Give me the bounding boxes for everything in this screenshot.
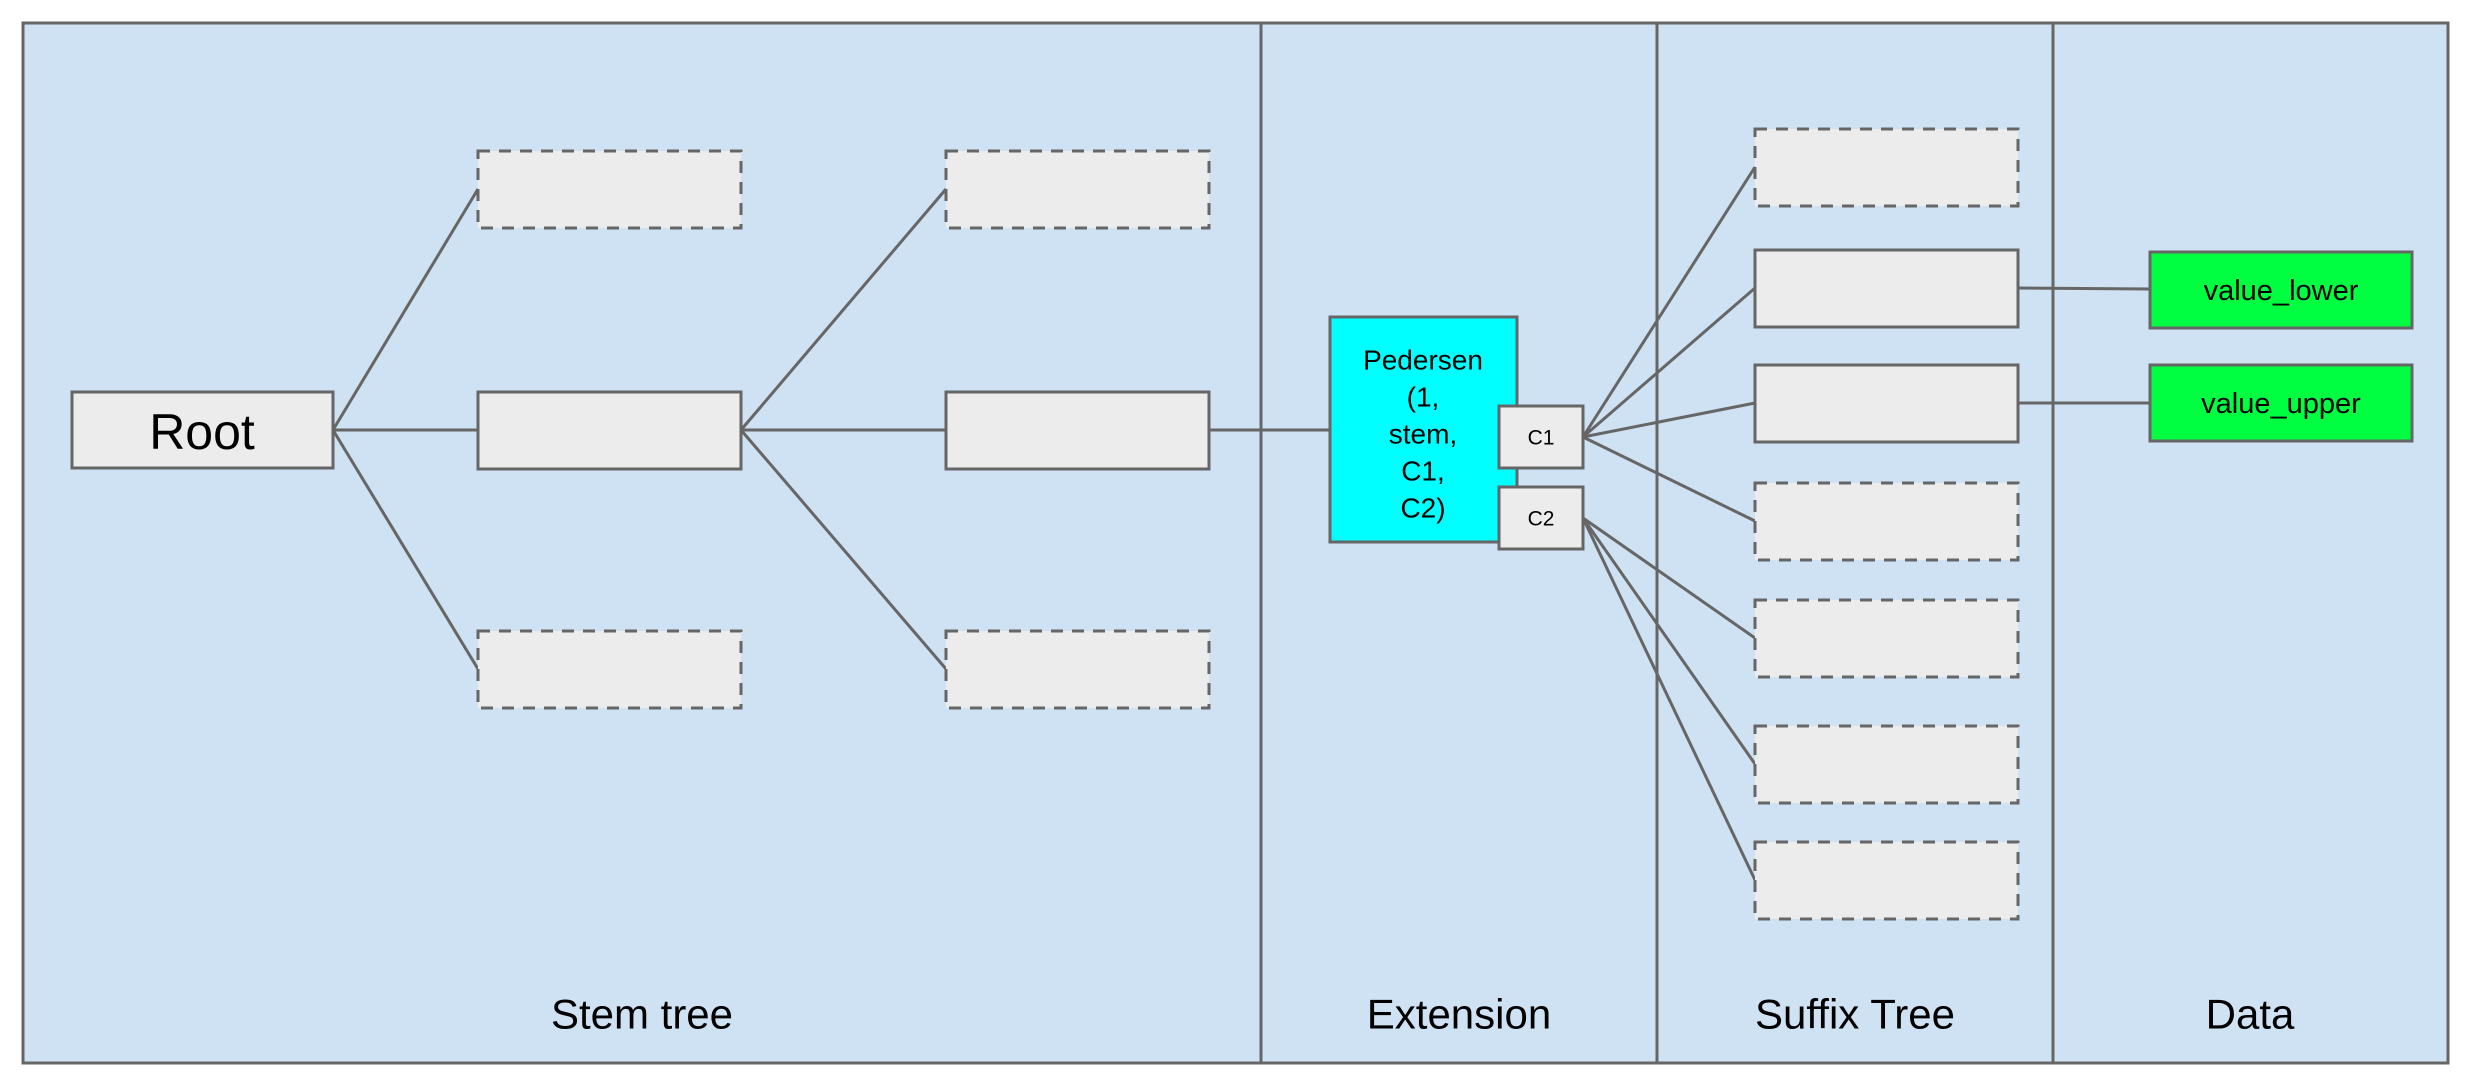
suffix-node-6 xyxy=(1753,724,2020,805)
edge-c2-to-suffix-6 xyxy=(1581,517,1757,765)
section-label-data: Data xyxy=(2206,991,2295,1038)
suffix-node-1 xyxy=(1753,127,2020,208)
edge-stem1-to-stem2-bottom xyxy=(739,429,948,670)
stem-level1-top-node xyxy=(476,149,743,230)
section-label-stem-tree: Stem tree xyxy=(551,991,733,1038)
suffix-node-2 xyxy=(1753,248,2020,329)
stem-level2-mid-node xyxy=(944,390,1211,471)
edge-root-to-stem1-top xyxy=(331,188,480,431)
edge-root-to-stem1-bottom xyxy=(331,429,480,670)
stem-level1-mid-node xyxy=(476,390,743,471)
stem-level2-top-node xyxy=(944,149,1211,230)
pedersen-label-line2: (1, xyxy=(1407,382,1440,413)
pedersen-label-line1: Pedersen xyxy=(1363,345,1483,376)
c1-node-label: C1 xyxy=(1528,427,1555,450)
edge-c1-to-suffix-1 xyxy=(1581,166,1757,438)
value-upper-label: value_upper xyxy=(2201,388,2361,420)
value-lower-node xyxy=(2148,250,2414,330)
pedersen-label-line4: C1, xyxy=(1401,456,1445,487)
edge-c1-to-suffix-4 xyxy=(1582,435,1756,523)
pedersen-label-line3: stem, xyxy=(1389,419,1457,450)
edge-c2-to-suffix-5 xyxy=(1582,516,1756,640)
edge-suffix2-to-value-lower xyxy=(2017,286,2151,291)
edge-c2-to-suffix-7 xyxy=(1581,517,1757,881)
pedersen-commitment-node xyxy=(1328,315,1519,544)
pedersen-label-line5: C2) xyxy=(1400,493,1445,524)
value-lower-label: value_lower xyxy=(2204,275,2359,307)
section-label-extension: Extension xyxy=(1367,991,1551,1038)
c1-node xyxy=(1497,404,1585,470)
suffix-node-3 xyxy=(1753,363,2020,444)
section-label-suffix-tree: Suffix Tree xyxy=(1755,991,1955,1038)
stem-level1-bottom-node xyxy=(476,629,743,710)
c2-node-label: C2 xyxy=(1528,508,1555,531)
suffix-node-7 xyxy=(1753,840,2020,921)
c2-node xyxy=(1497,485,1585,551)
stem-level2-bottom-node xyxy=(944,629,1211,710)
edge-c1-to-suffix-2 xyxy=(1582,286,1756,439)
suffix-node-5 xyxy=(1753,598,2020,679)
diagram-background xyxy=(21,21,2450,1065)
edge-c1-to-suffix-3 xyxy=(1582,401,1756,439)
edge-stem1-to-stem2-top xyxy=(739,188,948,431)
value-upper-node xyxy=(2148,363,2414,443)
suffix-node-4 xyxy=(1753,481,2020,562)
root-node-label: Root xyxy=(149,404,255,460)
root-node xyxy=(70,390,335,470)
